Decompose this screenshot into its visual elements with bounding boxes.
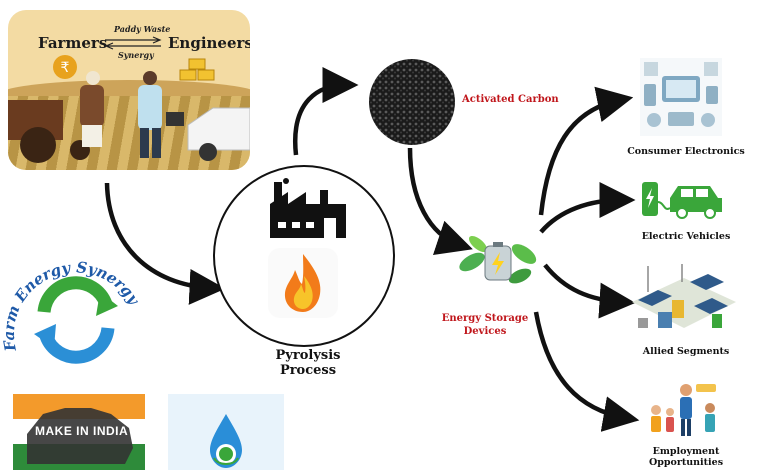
- solar-farm-icon: [632, 264, 736, 328]
- farmers-title: Farmers: [38, 34, 108, 52]
- handshake-scene-illustration: [8, 71, 250, 163]
- arrow-to-allied: [543, 263, 636, 319]
- make-in-india-text: MAKE IN INDIA: [35, 424, 129, 438]
- make-in-india-logo: MAKE IN INDIA: [13, 394, 145, 470]
- exchange-arrows-icon: [104, 36, 162, 50]
- fire-icon-tile: [268, 248, 338, 318]
- paddy-waste-note: Paddy Waste: [114, 24, 171, 34]
- allied-segments-label: Allied Segments: [642, 346, 730, 357]
- fire-icon: [284, 254, 321, 312]
- svg-text:Farm Energy Synergy: Farm Energy Synergy: [2, 258, 144, 353]
- pyrolysis-process-label: Pyrolysis Process: [275, 348, 341, 378]
- activated-carbon-image: [369, 59, 455, 145]
- consumer-electronics-label: Consumer Electronics: [627, 146, 745, 157]
- electric-vehicles-label: Electric Vehicles: [641, 231, 731, 242]
- employment-opportunities-label: Employment Opportunities: [648, 446, 724, 468]
- people-icon: [651, 384, 716, 436]
- water-drop-logo: [168, 394, 284, 470]
- farmers-engineers-panel: Farmers Engineers Paddy Waste Synergy ₹: [8, 10, 250, 170]
- battery-leaves-icon: [459, 235, 537, 284]
- arrow-farm-to-pyrolysis: [104, 182, 226, 305]
- lion-silhouette: [27, 408, 133, 464]
- arrow-to-employment: [533, 311, 640, 432]
- arrow-to-electronics: [538, 86, 634, 216]
- rupee-coin-icon: ₹: [53, 55, 77, 79]
- gold-bars-icon: [179, 58, 215, 81]
- arrow-carbon-to-storage: [407, 147, 473, 255]
- synergy-note: Synergy: [118, 50, 154, 60]
- engineers-title: Engineers: [168, 34, 250, 52]
- ev-charger-icon: [642, 182, 722, 219]
- water-drop-icon: [210, 414, 242, 468]
- arrow-pyrolysis-to-carbon: [292, 67, 359, 156]
- activated-carbon-label: Activated Carbon: [462, 94, 559, 105]
- farm-energy-synergy-logo: Farm Energy Synergy: [2, 258, 144, 364]
- energy-storage-label: Energy Storage Devices: [441, 313, 529, 337]
- electronics-icon: [640, 58, 722, 136]
- synergy-logo-text: Farm Energy Synergy: [2, 258, 144, 353]
- consumer-electronics-image: [640, 58, 722, 136]
- factory-icon: [270, 178, 346, 238]
- arrow-to-ev: [539, 182, 636, 234]
- svg-text:₹: ₹: [61, 60, 70, 76]
